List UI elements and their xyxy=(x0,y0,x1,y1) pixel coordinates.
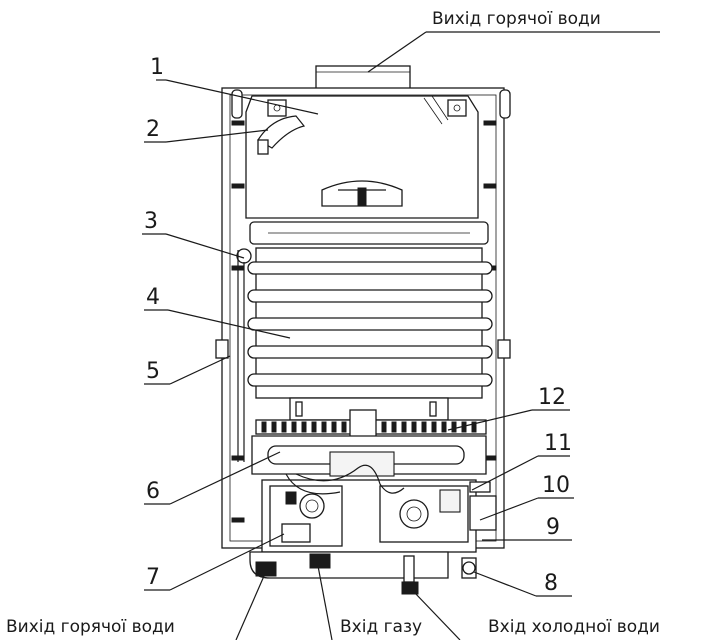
water-valve xyxy=(379,485,469,543)
right-bracket xyxy=(499,89,511,119)
heat-exchanger xyxy=(247,247,493,399)
callout-7: 7 xyxy=(146,565,160,590)
callout-10: 10 xyxy=(542,473,570,498)
callout-12: 12 xyxy=(538,385,566,410)
gas-inlet-pipe xyxy=(309,553,331,569)
heater-drawing xyxy=(215,65,511,595)
callout-4: 4 xyxy=(146,285,160,310)
bottom-bracket xyxy=(249,551,449,579)
callout-2: 2 xyxy=(146,117,160,142)
thermostat-sensor xyxy=(257,115,306,149)
caption-cold-water-in: Вхід холодної води xyxy=(488,617,660,637)
callout-5: 5 xyxy=(146,359,160,384)
caption-top-hot-water-out: Вихід горячої води xyxy=(432,9,601,29)
flue-outlet xyxy=(315,65,411,91)
callout-numbers: 1 2 3 4 5 6 7 8 9 10 11 12 xyxy=(144,55,572,596)
captions: Вихід горячої води Вихід горячої води Вх… xyxy=(6,9,660,637)
leader-lines xyxy=(142,31,660,640)
gas-valve xyxy=(269,485,343,547)
cold-water-inlet-pipe xyxy=(401,581,419,595)
wiring xyxy=(295,464,405,494)
caption-gas-in: Вхід газу xyxy=(340,617,422,637)
callout-6: 6 xyxy=(146,479,160,504)
callout-1: 1 xyxy=(150,55,164,80)
hot-water-outlet-pipe xyxy=(255,561,277,577)
flow-sensor xyxy=(469,495,497,531)
burner xyxy=(255,397,487,439)
callout-3: 3 xyxy=(144,209,158,234)
callout-8: 8 xyxy=(544,571,558,596)
callout-11: 11 xyxy=(544,431,572,456)
caption-bottom-hot-water-out: Вихід горячої води xyxy=(6,617,175,637)
callout-9: 9 xyxy=(546,515,560,540)
left-bracket xyxy=(231,89,243,119)
